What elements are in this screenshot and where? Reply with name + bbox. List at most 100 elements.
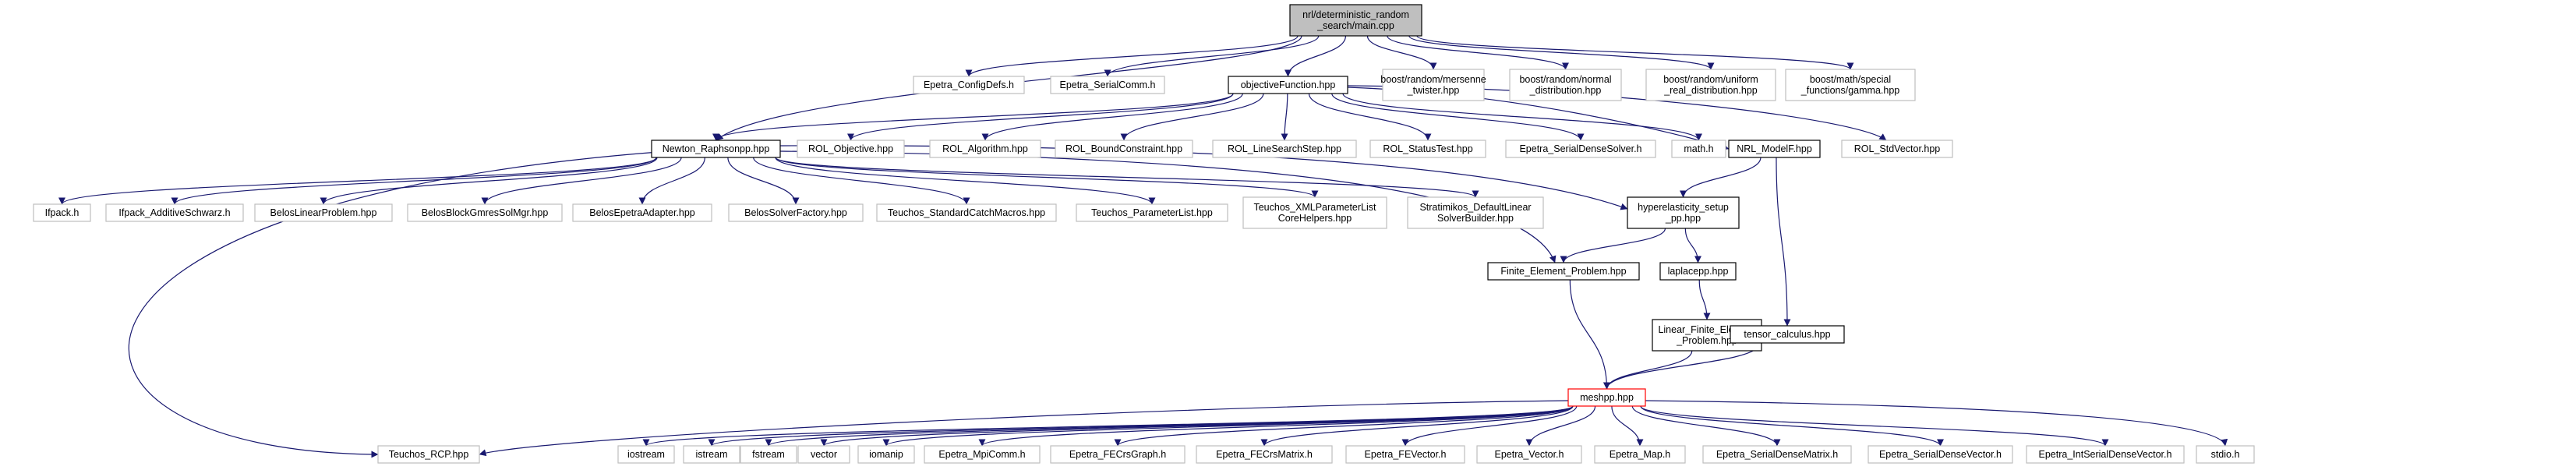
node-gamma[interactable]: boost/math/special_functions/gamma.hpp [1785, 69, 1916, 101]
node-normal[interactable]: boost/random/normal_distribution.hpp [1509, 69, 1622, 101]
node-box-epetra_configdefs [913, 76, 1025, 94]
node-epetra_mpicomm[interactable]: Epetra_MpiComm.h [924, 445, 1041, 464]
node-box-nrl_modelf [1728, 140, 1821, 158]
node-label-math-0: math.h [1684, 143, 1713, 154]
node-vector[interactable]: vector [797, 445, 850, 464]
node-box-teuchos_standardcatch [876, 203, 1057, 222]
edge-main-to-newton [716, 35, 1302, 141]
node-box-ifpack [33, 203, 91, 222]
node-main[interactable]: nrl/deterministic_random_search/main.cpp [1289, 4, 1422, 37]
node-tensor_calculus[interactable]: tensor_calculus.hpp [1730, 325, 1845, 344]
node-label-epetra_serialcomm-0: Epetra_SerialComm.h [1060, 80, 1156, 90]
node-rol_statustest[interactable]: ROL_StatusTest.hpp [1369, 140, 1486, 158]
node-nrl_modelf[interactable]: NRL_ModelF.hpp [1728, 140, 1821, 158]
node-box-fstream [740, 445, 797, 464]
node-teuchos_parameterlist[interactable]: Teuchos_ParameterList.hpp [1076, 203, 1228, 222]
node-epetra_vector[interactable]: Epetra_Vector.h [1476, 445, 1582, 464]
node-label-belos_linearproblem-0: BelosLinearProblem.hpp [270, 207, 377, 218]
node-ifpack_additive[interactable]: Ifpack_AdditiveSchwarz.h [105, 203, 244, 222]
node-label-teuchos_rcp-0: Teuchos_RCP.hpp [389, 449, 469, 460]
node-rol_objective[interactable]: ROL_Objective.hpp [797, 140, 905, 158]
node-box-epetra_fecrsmatrix [1196, 445, 1333, 464]
edge-objectivefunction-to-rol_boundconstraint [1120, 93, 1264, 141]
node-belos_solverfactory[interactable]: BelosSolverFactory.hpp [728, 203, 864, 222]
edge-meshpp-to-iostream [642, 405, 1574, 447]
node-hyperelasticity[interactable]: hyperelasticity_setup_pp.hpp [1627, 196, 1740, 229]
node-mersenne[interactable]: boost/random/mersenne_twister.hpp [1380, 69, 1486, 101]
node-epetra_fecrsmatrix[interactable]: Epetra_FECrsMatrix.h [1196, 445, 1333, 464]
edge-newton-to-belos_solverfactory [727, 157, 800, 205]
node-label-epetra_fecrsgraph-0: Epetra_FECrsGraph.h [1069, 449, 1166, 460]
node-epetra_configdefs[interactable]: Epetra_ConfigDefs.h [913, 76, 1025, 94]
edge-objectivefunction-to-epetra_serialdensesolver [1331, 93, 1585, 141]
node-epetra_map[interactable]: Epetra_Map.h [1594, 445, 1686, 464]
node-uniform[interactable]: boost/random/uniform_real_distribution.h… [1645, 69, 1776, 101]
node-box-istream [683, 445, 740, 464]
node-label-stratimikos-0: Stratimikos_DefaultLinear [1419, 202, 1531, 213]
edge-objectivefunction-to-newton [712, 93, 1234, 141]
node-epetra_fecrsgraph[interactable]: Epetra_FECrsGraph.h [1050, 445, 1186, 464]
node-label-ifpack-0: Ifpack.h [45, 207, 80, 218]
node-box-uniform [1645, 69, 1776, 101]
node-label-gamma-0: boost/math/special [1810, 74, 1891, 85]
edge-main-to-epetra_configdefs [965, 35, 1299, 77]
node-teuchos_rcp[interactable]: Teuchos_RCP.hpp [377, 445, 480, 464]
node-rol_stdvector[interactable]: ROL_StdVector.hpp [1841, 140, 1953, 158]
node-stratimikos[interactable]: Stratimikos_DefaultLinearSolverBuilder.h… [1407, 196, 1544, 229]
node-epetra_intserialdensevector[interactable]: Epetra_IntSerialDenseVector.h [2026, 445, 2185, 464]
node-box-epetra_serialcomm [1050, 76, 1165, 94]
node-label-epetra_map-0: Epetra_Map.h [1610, 449, 1671, 460]
node-finite_element[interactable]: Finite_Element_Problem.hpp [1487, 262, 1640, 281]
edge-main-to-mersenne [1366, 35, 1437, 70]
edge-meshpp-to-fstream [765, 405, 1574, 447]
edge-objectivefunction-to-rol_statustest [1308, 93, 1432, 141]
node-iomanip[interactable]: iomanip [857, 445, 915, 464]
node-box-rol_objective [797, 140, 905, 158]
node-rol_boundconstraint[interactable]: ROL_BoundConstraint.hpp [1055, 140, 1193, 158]
node-fstream[interactable]: fstream [740, 445, 797, 464]
node-rol_algorithm[interactable]: ROL_Algorithm.hpp [929, 140, 1041, 158]
node-box-rol_algorithm [929, 140, 1041, 158]
edge-meshpp-to-epetra_map [1611, 405, 1644, 447]
node-iostream[interactable]: iostream [617, 445, 675, 464]
node-objectivefunction[interactable]: objectiveFunction.hpp [1228, 76, 1348, 94]
node-stdio[interactable]: stdio.h [2196, 445, 2255, 464]
node-epetra_serialdensematrix[interactable]: Epetra_SerialDenseMatrix.h [1702, 445, 1852, 464]
node-rol_linesearchstep[interactable]: ROL_LineSearchStep.hpp [1212, 140, 1357, 158]
node-epetra_fevector[interactable]: Epetra_FEVector.h [1345, 445, 1465, 464]
node-math[interactable]: math.h [1671, 140, 1726, 158]
node-box-laplacepp [1659, 262, 1737, 281]
node-laplacepp[interactable]: laplacepp.hpp [1659, 262, 1737, 281]
node-label-teuchos_xmlparameterlist-1: CoreHelpers.hpp [1278, 213, 1352, 224]
node-box-stdio [2196, 445, 2255, 464]
node-istream[interactable]: istream [683, 445, 740, 464]
node-belos_epetraadapter[interactable]: BelosEpetraAdapter.hpp [572, 203, 712, 222]
node-newton[interactable]: Newton_Raphsonpp.hpp [651, 140, 781, 158]
node-ifpack[interactable]: Ifpack.h [33, 203, 91, 222]
node-epetra_serialdensesolver[interactable]: Epetra_SerialDenseSolver.h [1505, 140, 1656, 158]
edge-newton-to-stratimikos [775, 157, 1479, 198]
node-label-ifpack_additive-0: Ifpack_AdditiveSchwarz.h [118, 207, 230, 218]
node-meshpp[interactable]: meshpp.hpp [1567, 388, 1646, 407]
node-box-epetra_mpicomm [924, 445, 1041, 464]
node-label-meshpp-0: meshpp.hpp [1580, 392, 1634, 403]
edge-hyperelasticity-to-finite_element [1560, 228, 1666, 263]
node-box-belos_solverfactory [728, 203, 864, 222]
node-label-mersenne-0: boost/random/mersenne [1380, 74, 1486, 85]
node-label-linear_finite-1: _Problem.hpp [1676, 335, 1737, 346]
edge-objectivefunction-to-math [1342, 93, 1702, 141]
edge-meshpp-to-epetra_fevector [1401, 405, 1578, 447]
node-epetra_serialcomm[interactable]: Epetra_SerialComm.h [1050, 76, 1165, 94]
edge-objectivefunction-to-rol_objective [847, 93, 1234, 141]
node-belos_blockgmres[interactable]: BelosBlockGmresSolMgr.hpp [407, 203, 563, 222]
node-belos_linearproblem[interactable]: BelosLinearProblem.hpp [254, 203, 393, 222]
edge-newton-to-ifpack_additive [171, 157, 657, 205]
node-label-stdio-0: stdio.h [2211, 449, 2240, 460]
node-label-iomanip-0: iomanip [869, 449, 903, 460]
edge-meshpp-to-teuchos_rcp [479, 400, 1569, 457]
node-box-belos_linearproblem [254, 203, 393, 222]
edge-objectivefunction-to-rol_algorithm [981, 93, 1243, 141]
node-epetra_serialdensevector[interactable]: Epetra_SerialDenseVector.h [1868, 445, 2013, 464]
node-teuchos_standardcatch[interactable]: Teuchos_StandardCatchMacros.hpp [876, 203, 1057, 222]
